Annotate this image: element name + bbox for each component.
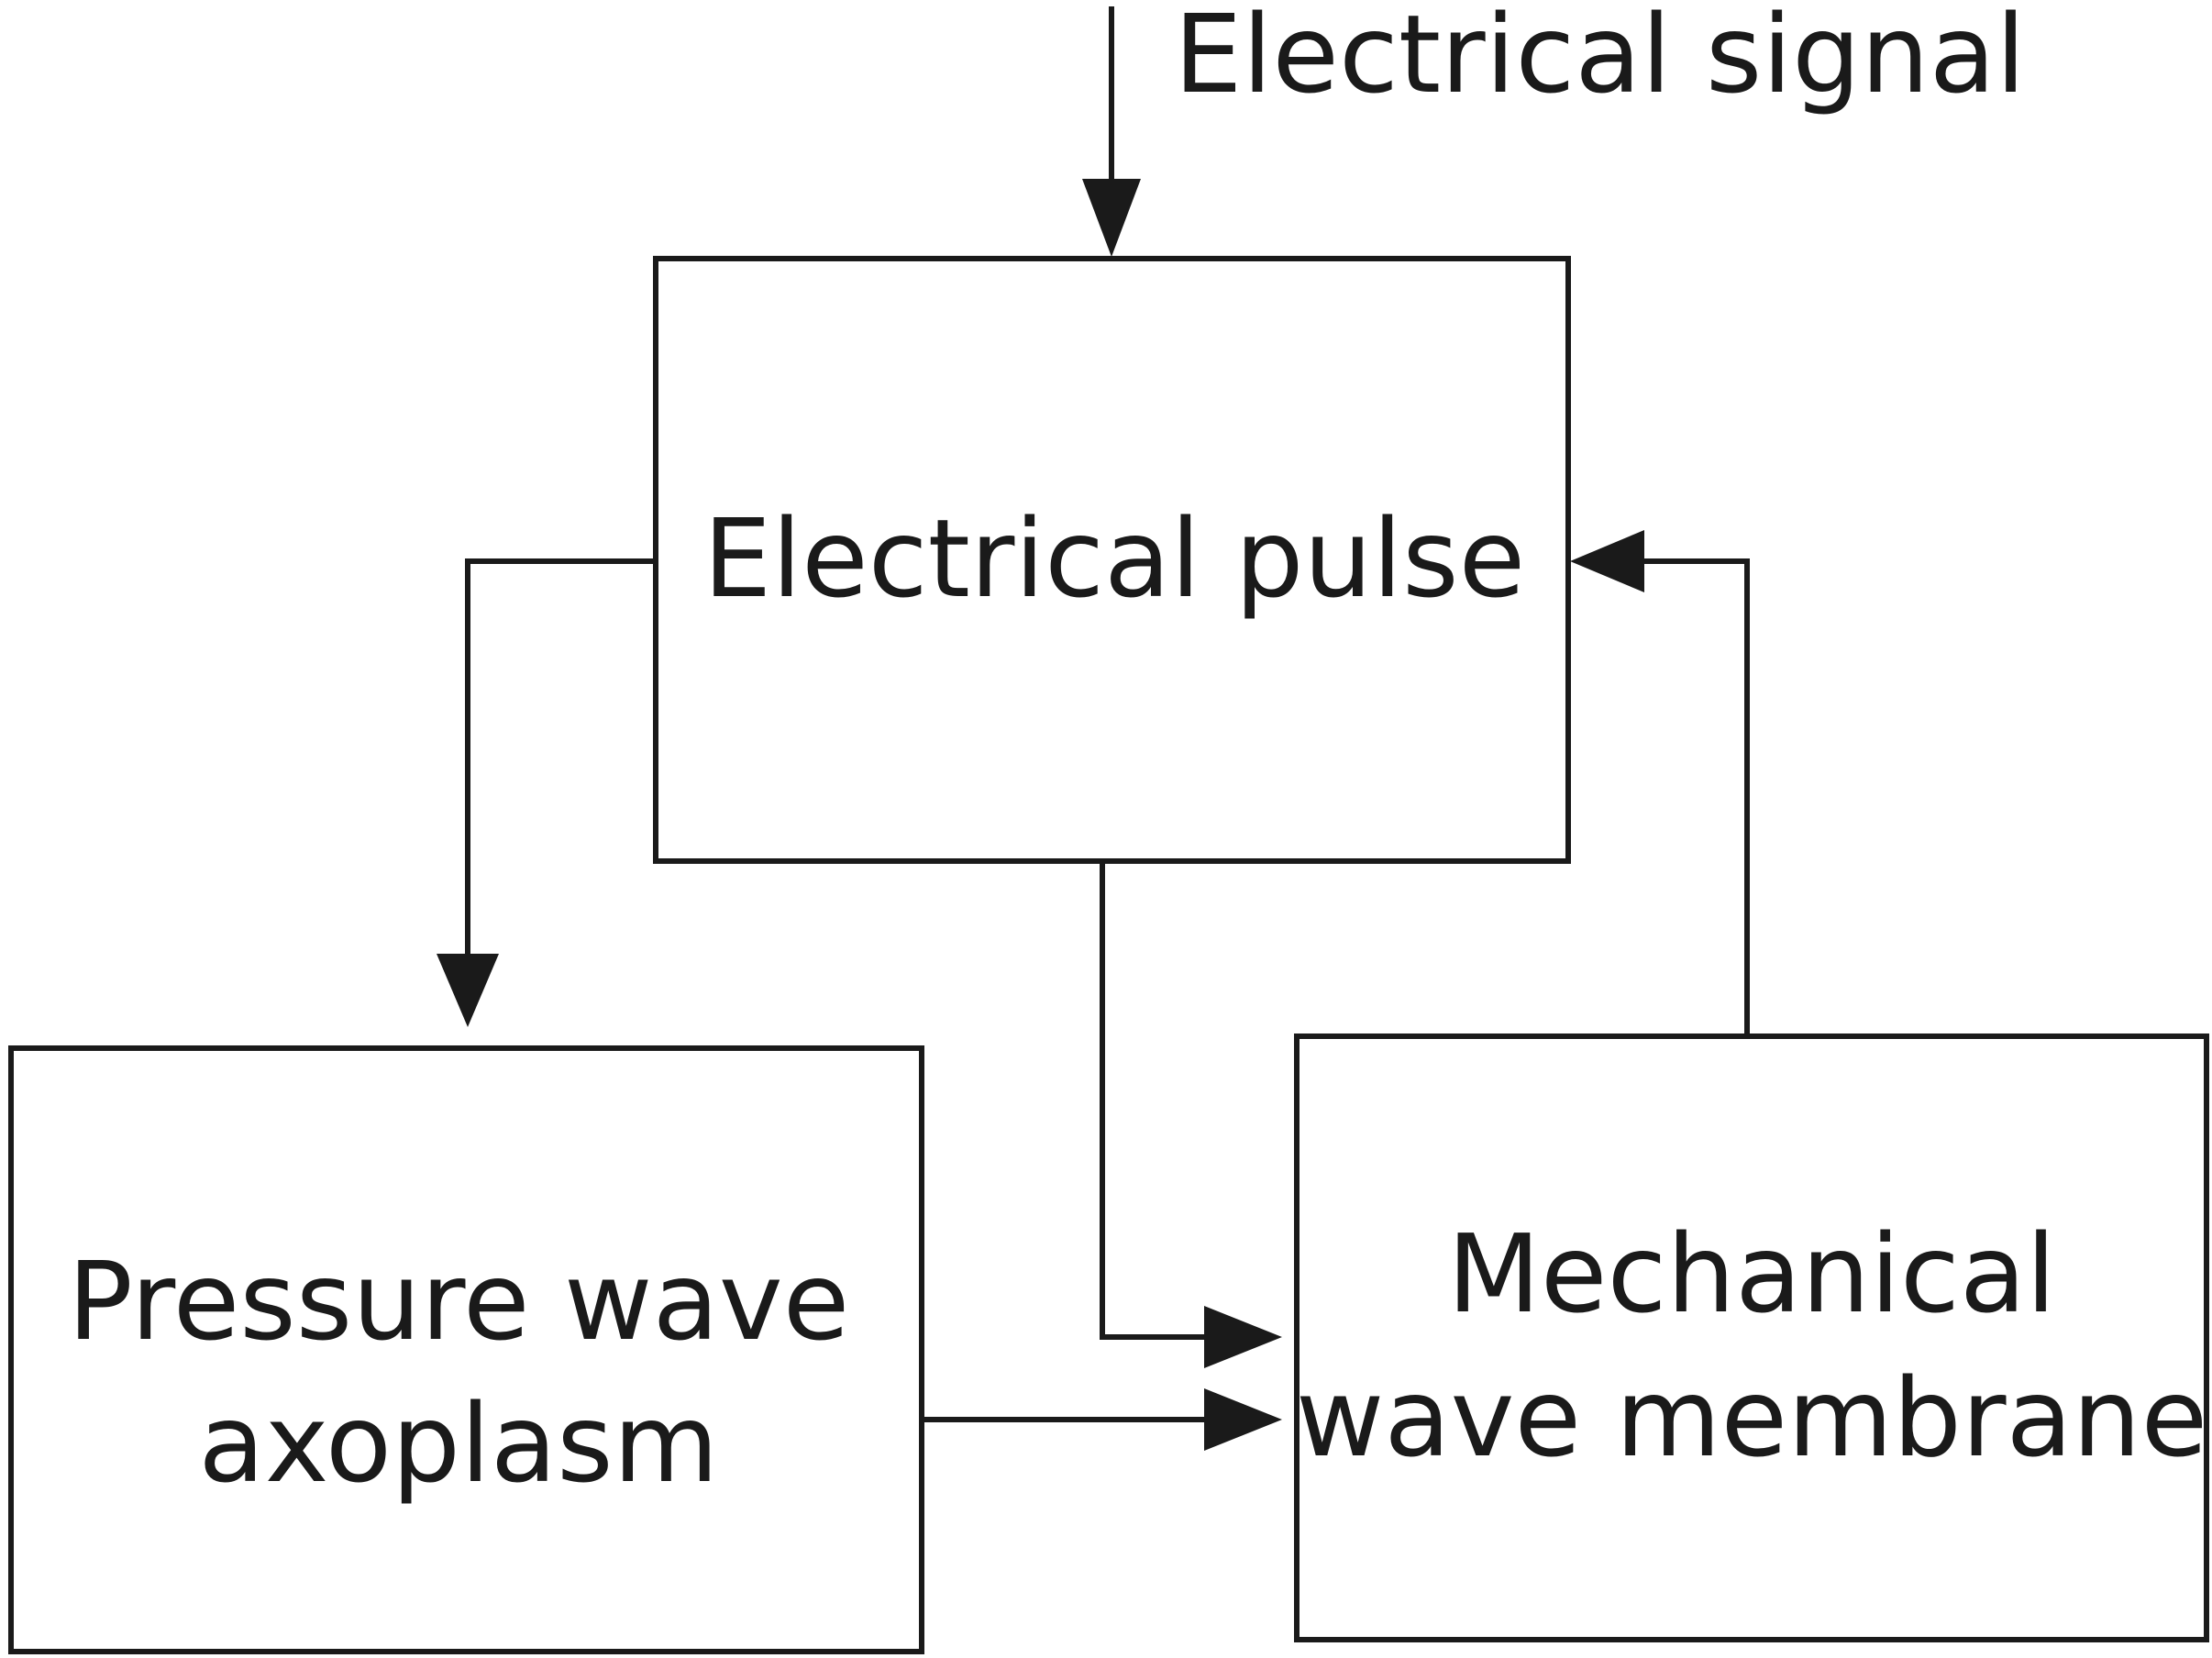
edge-pulse-to-mechanical [1100, 861, 1282, 1368]
edge-pressure-to-mechanical-arrowhead [1204, 1388, 1282, 1451]
edge-mechanical-to-pulse-line [1625, 558, 1750, 1036]
node-electrical-pulse: Electrical pulse [653, 256, 1571, 864]
edge-pulse-to-pressure-line [465, 558, 656, 970]
node-mechanical-wave: Mechanical wave membrane [1294, 1033, 2209, 1642]
edge-pulse-to-pressure-arrowhead [437, 954, 499, 1027]
mechanical-wave-label-line2: wave membrane [1296, 1354, 2207, 1481]
edge-pulse-to-mechanical-line [1100, 861, 1232, 1340]
electrical-pulse-box [653, 256, 1571, 864]
input-signal-label: Electrical signal [1174, 0, 2026, 117]
pressure-wave-label-line2: axoplasm [198, 1380, 718, 1507]
electrical-pulse-label: Electrical pulse [703, 495, 1525, 622]
mechanical-wave-label-line1: Mechanical [1447, 1210, 2056, 1337]
edge-mechanical-to-pulse-arrowhead [1570, 530, 1644, 592]
edge-mechanical-to-pulse [1570, 530, 1750, 1036]
edge-pulse-to-mechanical-arrowhead [1204, 1306, 1282, 1368]
input-signal-arrowhead [1082, 179, 1141, 257]
mechanical-wave-box [1294, 1033, 2209, 1642]
edge-pulse-to-pressure [437, 558, 656, 1027]
pressure-wave-box [8, 1045, 924, 1654]
input-signal-arrow [1082, 6, 1141, 257]
edge-pressure-to-mechanical [922, 1388, 1282, 1451]
node-pressure-wave: Pressure wave axoplasm [8, 1045, 924, 1654]
pressure-wave-label-line1: Pressure wave [68, 1238, 850, 1365]
